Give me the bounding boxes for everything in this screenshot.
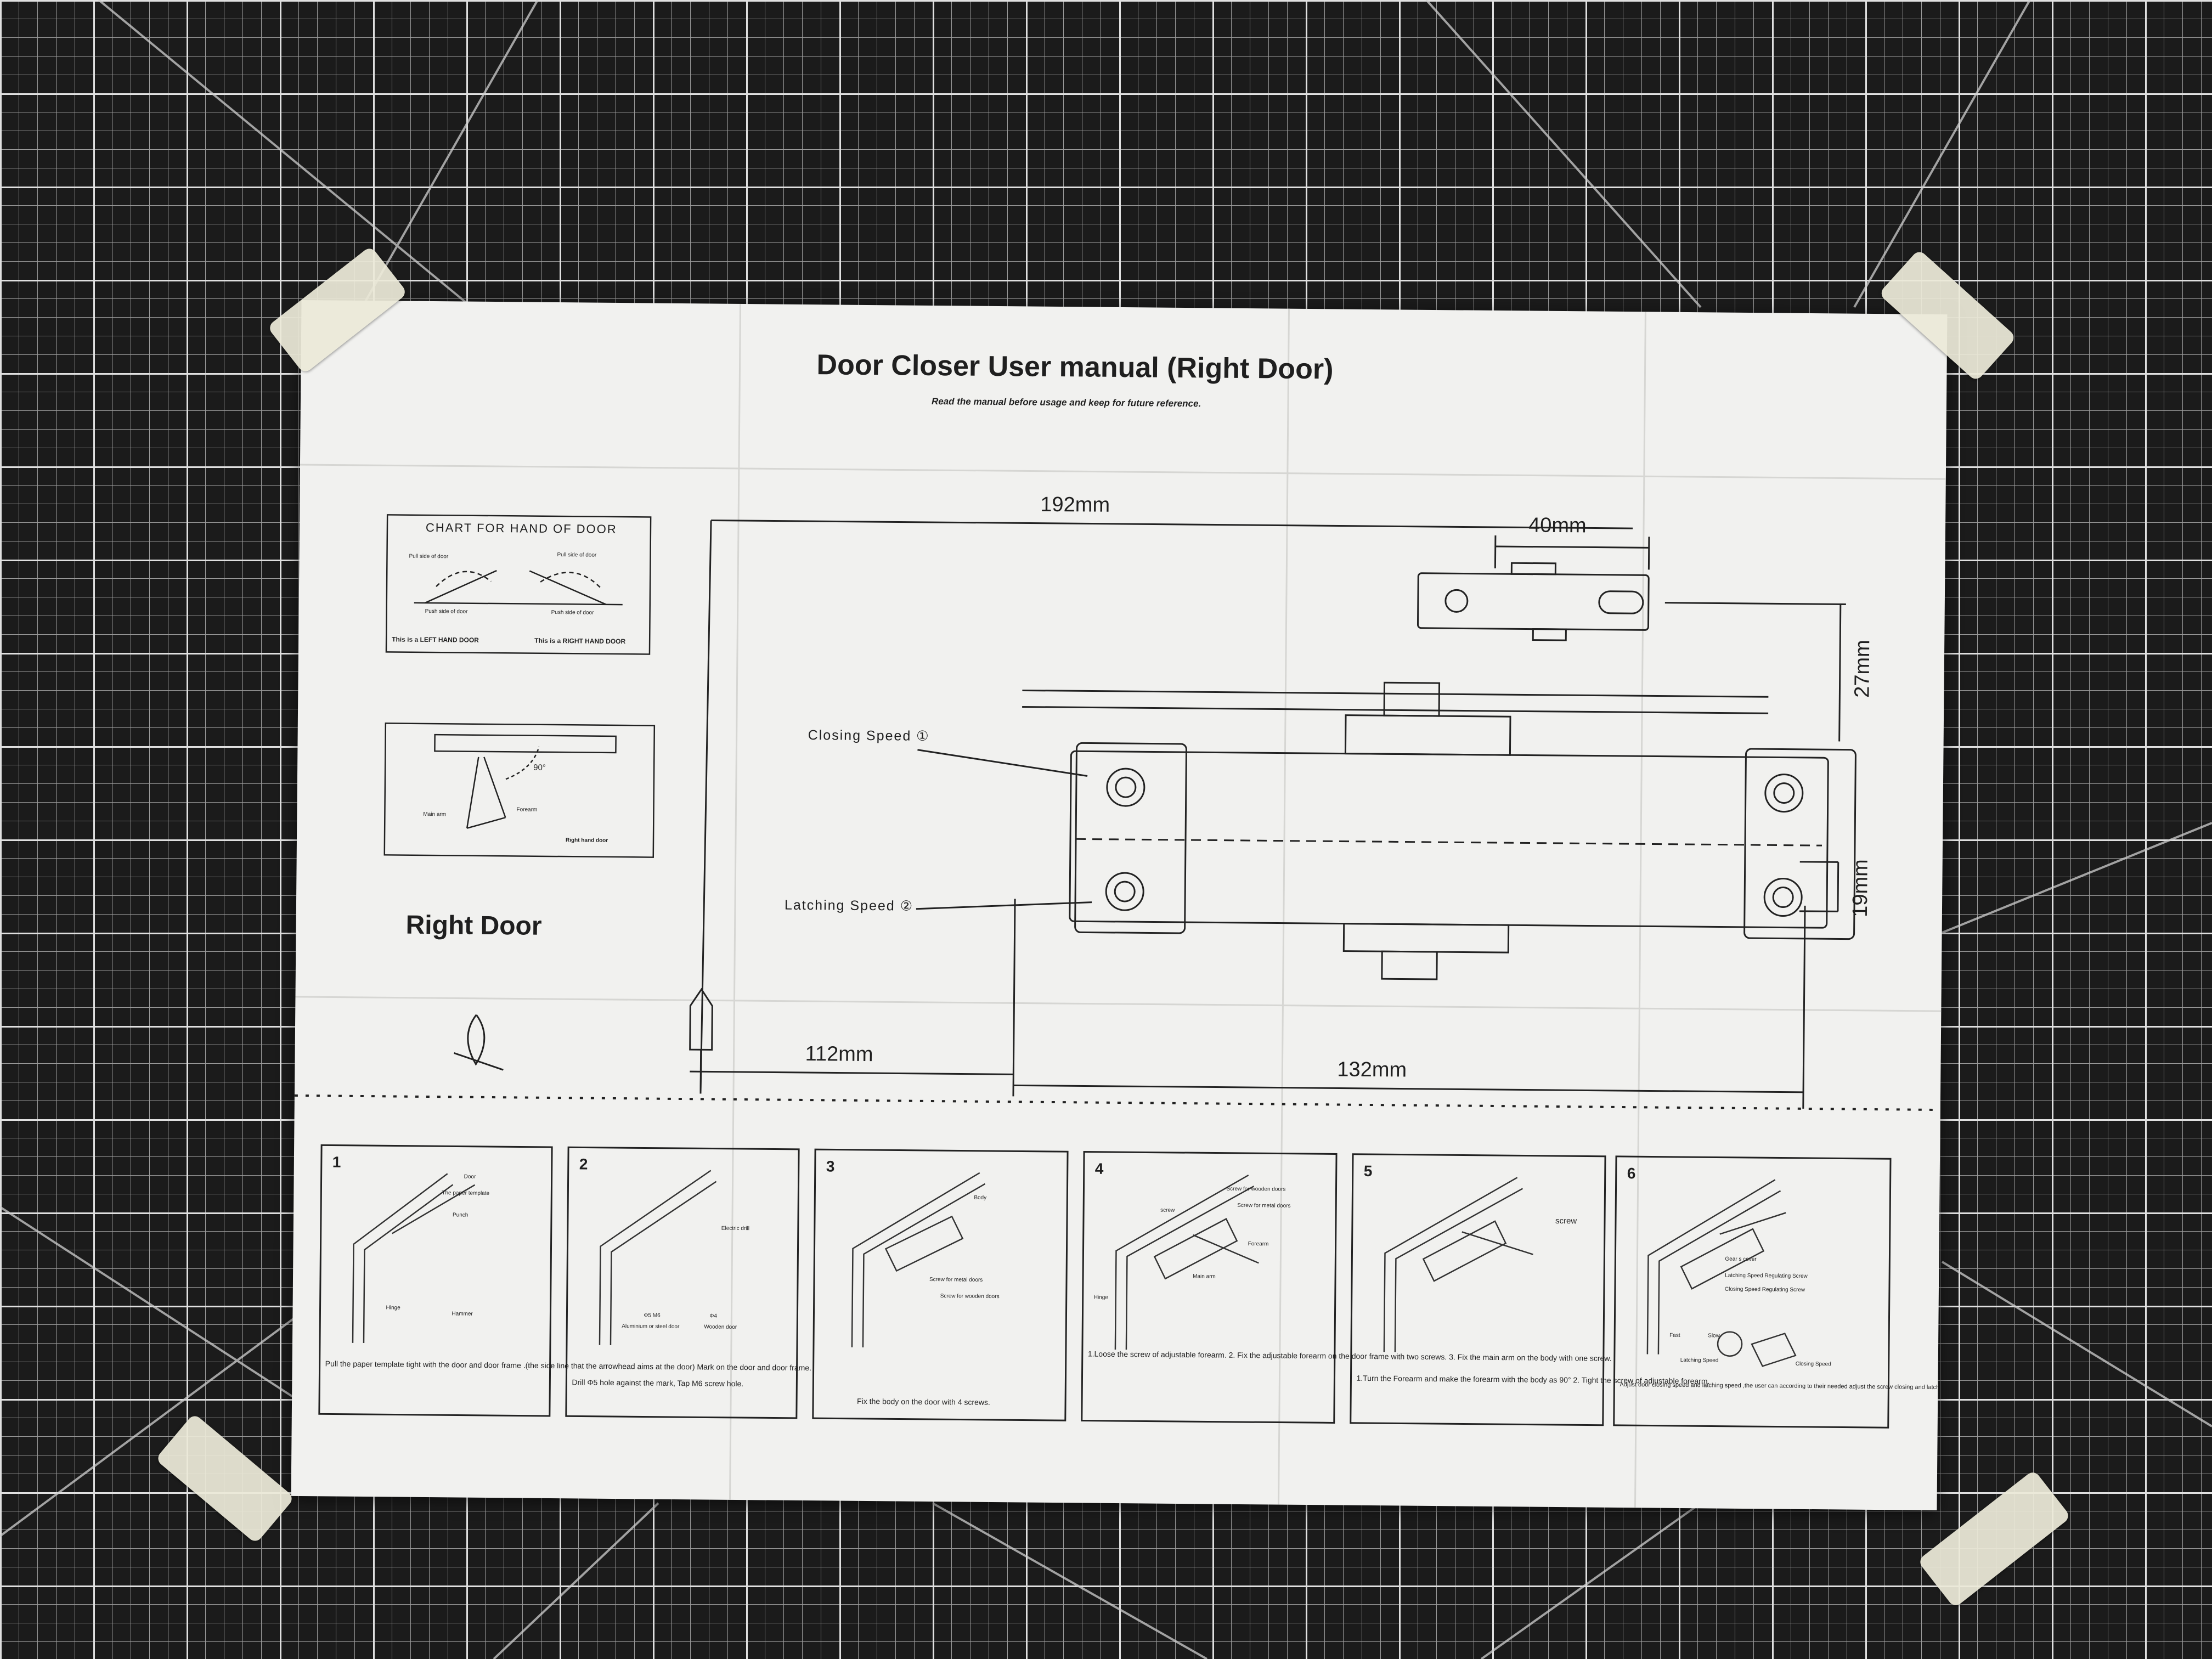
dimension-19mm: 19mm <box>1848 859 1872 917</box>
step-6-label: Closing Speed Regulating Screw <box>1724 1286 1805 1293</box>
step-1-label: Hammer <box>452 1311 473 1317</box>
step-2-number: 2 <box>579 1155 588 1173</box>
latching-speed-label: Latching Speed ② <box>784 897 914 914</box>
page-title: Door Closer User manual (Right Door) <box>816 349 1334 386</box>
pencil-mark-drawing <box>454 988 713 1094</box>
step-6-label: Closing Speed <box>1795 1361 1831 1368</box>
hand-chart-diagram <box>385 514 652 655</box>
step-4-label: Forearm <box>1248 1241 1269 1248</box>
step-4-label: screw <box>1160 1207 1175 1214</box>
step-1-label: Punch <box>452 1212 469 1218</box>
step-5-label: screw <box>1555 1216 1577 1226</box>
step-4-label: Main arm <box>1193 1273 1216 1280</box>
step-2-label: Electric drill <box>721 1225 750 1232</box>
step-3-label: Body <box>974 1194 987 1201</box>
step-1-label: Hinge <box>386 1305 400 1311</box>
step-2-label: Wooden door <box>704 1324 737 1330</box>
left-hand-caption: This is a LEFT HAND DOOR <box>392 635 479 644</box>
step-2-caption: Drill Φ5 hole against the mark, Tap M6 s… <box>572 1378 744 1389</box>
step-boxes <box>318 1144 1892 1429</box>
pull-side-right-label: Pull side of door <box>557 552 597 558</box>
step-2-label: Aluminium or steel door <box>622 1323 680 1330</box>
step-3-label: Screw for wooden doors <box>940 1293 1000 1300</box>
main-arm-label: Main arm <box>423 811 447 818</box>
right-hand-caption: This is a RIGHT HAND DOOR <box>534 636 626 646</box>
step-4-label: Screw for wooden doors <box>1226 1186 1286 1193</box>
step-6-number: 6 <box>1627 1165 1636 1182</box>
step-3-label: Screw for metal doors <box>929 1277 983 1283</box>
step-4-number: 4 <box>1094 1160 1104 1177</box>
push-side-right-label: Push side of door <box>551 609 594 616</box>
step-6-label: Gear s cover <box>1725 1256 1757 1263</box>
step-1-caption: Pull the paper template tight with the d… <box>325 1359 812 1373</box>
cut-line <box>294 1094 1940 1111</box>
step-4-label: Screw for metal doors <box>1237 1202 1291 1209</box>
arm-diagram <box>383 723 656 858</box>
step-sketches <box>352 1170 1797 1367</box>
bracket-drawing <box>1417 562 1650 641</box>
step-4-label: Hinge <box>1093 1294 1108 1301</box>
dimension-112mm: 112mm <box>805 1042 873 1066</box>
step-6-label: Slow <box>1708 1333 1720 1339</box>
step-2-label: Φ4 <box>709 1313 718 1319</box>
template-drawing <box>294 303 1946 1508</box>
step-2-label: Φ5 M6 <box>644 1312 661 1319</box>
step-1-label: Door <box>464 1173 476 1180</box>
manual-sheet: Door Closer User manual (Right Door) Rea… <box>291 300 1948 1511</box>
step-5-number: 5 <box>1363 1162 1373 1180</box>
angle-label: 90° <box>533 763 546 772</box>
dimension-27mm: 27mm <box>1850 640 1875 698</box>
dimension-40mm: 40mm <box>1528 514 1587 538</box>
step-6-label: Latching Speed Regulating Screw <box>1725 1272 1808 1279</box>
page-subtitle: Read the manual before usage and keep fo… <box>931 396 1201 409</box>
closer-body-drawing <box>916 681 1857 980</box>
forearm-label: Forearm <box>516 806 538 813</box>
step-6-label: Latching Speed <box>1680 1357 1719 1364</box>
pull-side-left-label: Pull side of door <box>409 553 449 560</box>
hand-chart-heading: CHART FOR HAND OF DOOR <box>425 520 617 536</box>
dimension-192mm: 192mm <box>1040 493 1110 517</box>
step-3-caption: Fix the body on the door with 4 screws. <box>857 1396 990 1407</box>
right-hand-door-caption: Right hand door <box>565 837 608 844</box>
push-side-left-label: Push side of door <box>425 608 468 615</box>
closing-speed-label: Closing Speed ① <box>808 727 930 744</box>
step-1-number: 1 <box>332 1153 341 1171</box>
step-1-label: The paper template <box>442 1190 490 1197</box>
door-side-label: Right Door <box>405 910 542 941</box>
step-3-number: 3 <box>826 1158 835 1175</box>
step-6-label: Fast <box>1669 1332 1680 1339</box>
dimension-132mm: 132mm <box>1337 1058 1407 1082</box>
dimension-lines <box>690 519 1846 1109</box>
